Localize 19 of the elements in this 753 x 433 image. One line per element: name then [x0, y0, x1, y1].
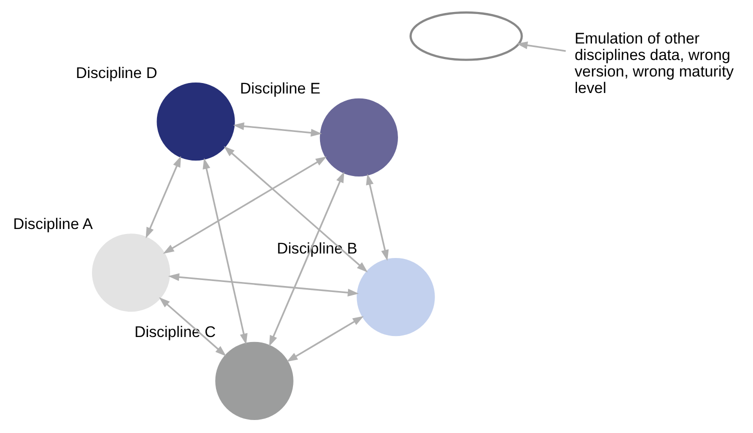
arrow	[202, 158, 248, 345]
arrow	[159, 297, 226, 356]
arrow	[168, 273, 359, 296]
arrow	[286, 316, 364, 362]
arrow	[224, 146, 368, 272]
arrow	[146, 156, 182, 238]
node-label: Discipline C	[134, 324, 216, 342]
arrow	[163, 156, 327, 254]
node-label: Discipline D	[76, 64, 158, 82]
arrow	[233, 122, 322, 137]
node-label: Discipline A	[13, 216, 93, 233]
arrow	[516, 41, 566, 52]
arrow	[366, 174, 389, 261]
arrow	[269, 172, 344, 346]
node-circle	[318, 97, 400, 178]
node-label: Discipline E	[240, 80, 320, 98]
node-text: Emulation of other disciplines data, wrong version, wrong maturity level	[574, 30, 734, 97]
node-label: Discipline B	[276, 240, 358, 258]
node-ellipse	[410, 11, 523, 61]
